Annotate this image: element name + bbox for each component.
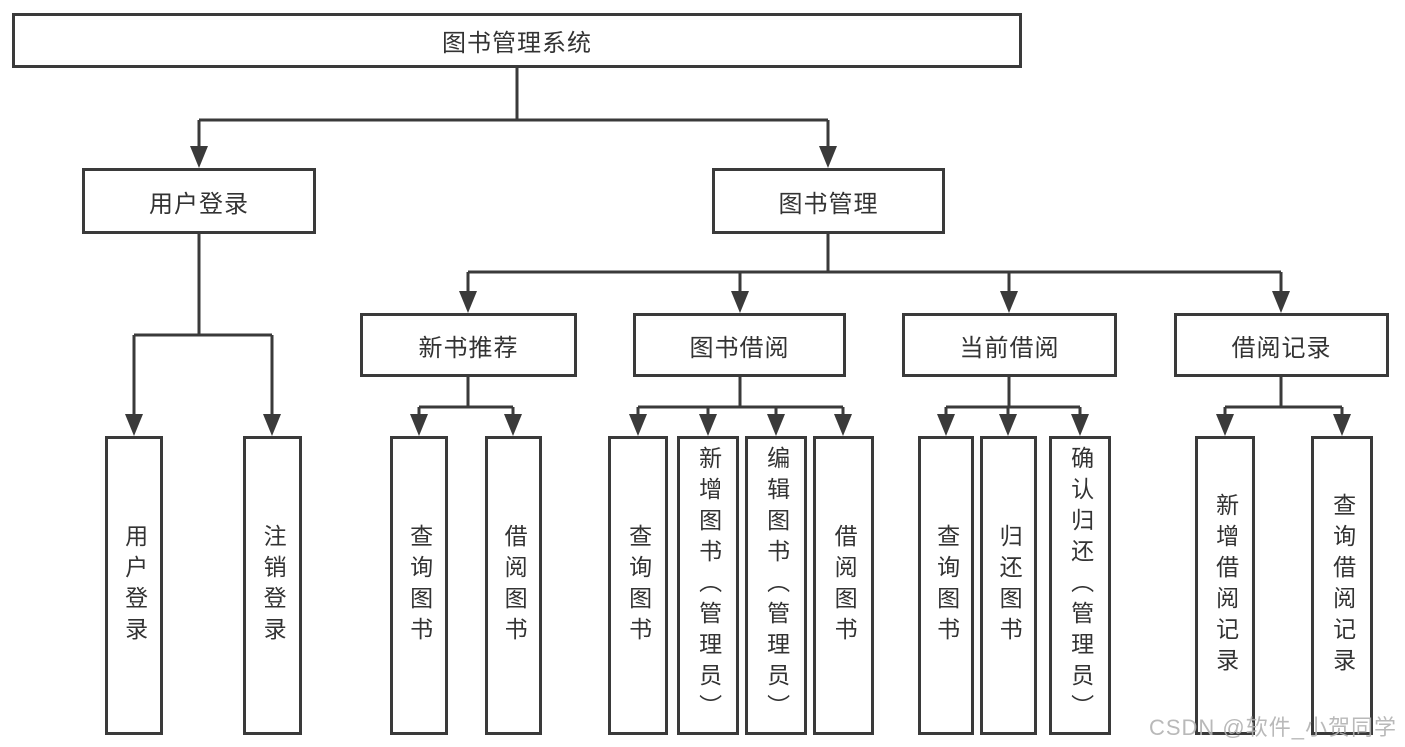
leaf-borrow-books: 借阅图书 <box>813 436 874 735</box>
node-book-borrowing-label: 图书借阅 <box>689 334 790 362</box>
leaf-query-books-current-label: 查询图书 <box>933 523 960 648</box>
leaf-add-books-admin: 新增图书（管理员） <box>677 436 739 735</box>
leaf-borrow-books-recommend-label: 借阅图书 <box>501 523 528 648</box>
connector-root-to-level1 <box>197 68 830 149</box>
connector-book-borrow-children <box>636 377 845 417</box>
leaf-query-books-recommend: 查询图书 <box>390 436 448 735</box>
node-book-management: 图书管理 <box>712 168 945 234</box>
leaf-query-books-current: 查询图书 <box>918 436 974 735</box>
leaf-borrow-books-recommend: 借阅图书 <box>485 436 542 735</box>
connector-borrow-record-children <box>1223 377 1344 417</box>
node-user-login-label: 用户登录 <box>149 190 249 218</box>
connector-current-borrow-children <box>944 377 1082 417</box>
node-user-login: 用户登录 <box>82 168 316 234</box>
connector-book-mgmt-children <box>466 234 1283 294</box>
leaf-query-borrow-record: 查询借阅记录 <box>1311 436 1373 735</box>
leaf-borrow-books-label: 借阅图书 <box>831 523 858 648</box>
leaf-query-books-borrowing-label: 查询图书 <box>625 523 652 648</box>
node-book-management-label: 图书管理 <box>778 190 879 218</box>
node-current-borrowing: 当前借阅 <box>902 313 1117 377</box>
leaf-edit-books-admin-label: 编辑图书（管理员） <box>763 446 790 725</box>
leaf-confirm-return-admin: 确认归还（管理员） <box>1049 436 1111 735</box>
leaf-add-borrow-record-label: 新增借阅记录 <box>1212 492 1239 679</box>
leaf-logout: 注销登录 <box>243 436 302 735</box>
arrowheads <box>125 146 1351 436</box>
leaf-add-borrow-record: 新增借阅记录 <box>1195 436 1255 735</box>
node-new-book-recommendation-label: 新书推荐 <box>418 334 519 362</box>
leaf-user-login-label: 用户登录 <box>121 523 148 648</box>
leaf-add-books-admin-label: 新增图书（管理员） <box>695 446 722 725</box>
leaf-logout-label: 注销登录 <box>260 523 287 648</box>
leaf-query-books-recommend-label: 查询图书 <box>406 523 433 648</box>
leaf-user-login: 用户登录 <box>105 436 163 735</box>
node-borrowing-records: 借阅记录 <box>1174 313 1389 377</box>
connector-user-login-children <box>132 234 274 417</box>
node-borrowing-records-label: 借阅记录 <box>1231 334 1332 362</box>
node-new-book-recommendation: 新书推荐 <box>360 313 577 377</box>
node-root-system: 图书管理系统 <box>12 13 1022 68</box>
node-book-borrowing: 图书借阅 <box>633 313 846 377</box>
connector-new-book-rec-children <box>417 377 515 417</box>
leaf-return-books-label: 归还图书 <box>996 523 1023 648</box>
leaf-query-books-borrowing: 查询图书 <box>608 436 668 735</box>
node-root-system-label: 图书管理系统 <box>442 30 592 57</box>
leaf-confirm-return-admin-label: 确认归还（管理员） <box>1067 446 1094 725</box>
csdn-watermark: CSDN @软件_小贺同学 <box>1148 715 1397 740</box>
leaf-query-borrow-record-label: 查询借阅记录 <box>1329 492 1356 679</box>
leaf-return-books: 归还图书 <box>980 436 1037 735</box>
leaf-edit-books-admin: 编辑图书（管理员） <box>745 436 807 735</box>
node-current-borrowing-label: 当前借阅 <box>959 334 1060 362</box>
